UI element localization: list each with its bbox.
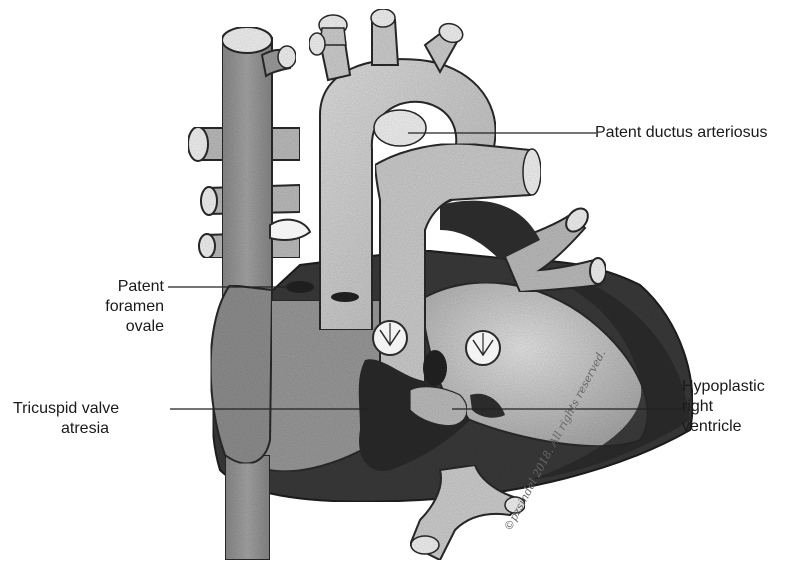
pulmonary-vein-loop (270, 220, 310, 240)
label-hypoplastic-line-3: ventricle (682, 417, 765, 437)
label-pfo-line-1: Patent (68, 277, 164, 297)
label-pfo-line-2: foramen (68, 297, 164, 317)
label-hypoplastic-line-2: right (682, 397, 765, 417)
inferior-vena-cava (225, 455, 270, 560)
label-hypoplastic-line-1: Hypoplastic (682, 377, 765, 397)
label-tricuspid-line-1: Tricuspid valve (13, 399, 119, 419)
label-pfo-line-3: ovale (68, 317, 164, 337)
label-tricuspid-valve-atresia: Tricuspid valve atresia (13, 399, 119, 439)
right-atrium (211, 285, 272, 463)
superior-vena-cava (222, 27, 296, 300)
label-tricuspid-line-2: atresia (13, 419, 119, 439)
label-hypoplastic-right-ventricle: Hypoplastic right ventricle (682, 377, 765, 437)
label-patent-ductus-arteriosus: Patent ductus arteriosus (595, 123, 768, 143)
label-patent-foramen-ovale: Patent foramen ovale (68, 277, 164, 337)
